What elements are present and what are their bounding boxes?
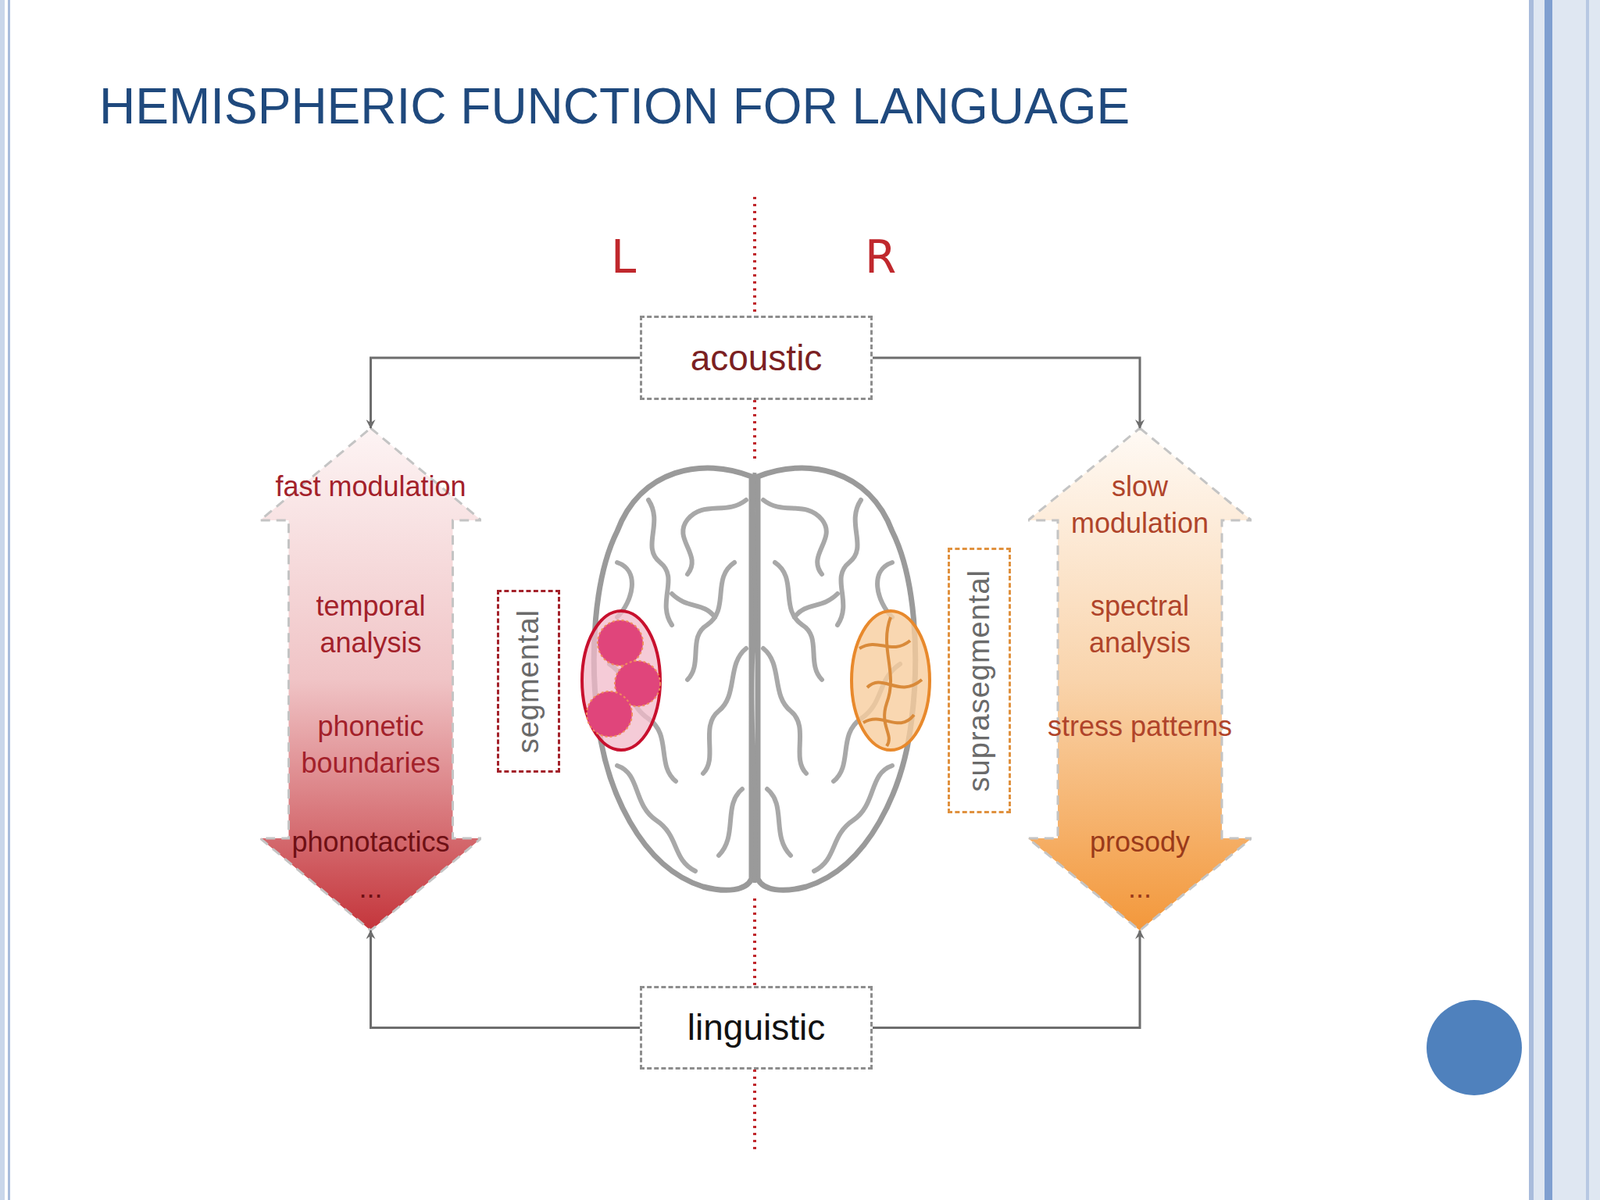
border-stripe (1544, 0, 1553, 1200)
gyrus (617, 562, 633, 618)
process-step: ... (273, 869, 469, 907)
gyrus (863, 714, 915, 723)
suprasegmental-box: suprasegmental (947, 547, 1011, 814)
border-band (1528, 0, 1600, 1200)
vertical-label: segmental (511, 609, 547, 754)
midline-segment (753, 1069, 757, 1154)
gyrus (718, 789, 743, 856)
right-processing-arrow: slow modulation spectral analysis stress p… (1028, 428, 1252, 931)
slide-dot (1426, 1000, 1522, 1096)
box-label: linguistic (687, 1007, 825, 1049)
hemisphere-label: R (864, 234, 897, 280)
gyrus (687, 562, 735, 680)
gyrus (867, 679, 922, 688)
process-step: temporal analysis (273, 587, 469, 661)
right-hemisphere (757, 467, 916, 890)
segmental-box: segmental (496, 589, 561, 773)
gyrus (671, 593, 715, 618)
slide-title: HEMISPHERIC FUNCTION FOR LANGUAGE (99, 81, 1130, 132)
right-region-highlight (851, 610, 930, 750)
gyrus (859, 640, 911, 649)
longitudinal-fissure (751, 472, 756, 883)
connector (371, 357, 641, 429)
arrow-outline (260, 428, 482, 931)
midline-segment (753, 898, 757, 986)
brain-illustration (582, 467, 930, 890)
left-processing-arrow: fast modulation temporal analysis phonetic… (260, 428, 482, 931)
process-step: phonotactics (273, 823, 469, 861)
border-stripe (0, 0, 5, 1200)
process-step: slow modulation (1042, 467, 1238, 542)
process-step: stress patterns (1042, 707, 1238, 745)
connector (872, 357, 1140, 429)
right-region-gyri (859, 617, 922, 747)
connector (872, 930, 1140, 1029)
process-step: phonetic boundaries (273, 707, 469, 782)
process-step: prosody (1042, 823, 1238, 861)
linguistic-box: linguistic (639, 985, 873, 1070)
midline-segment (753, 196, 757, 316)
border-stripe (1528, 0, 1534, 1200)
border-stripe (7, 0, 11, 1200)
connector (371, 930, 641, 1029)
hemisphere-label: L (610, 234, 636, 280)
process-step: ... (1042, 869, 1238, 907)
vertical-label: suprasegmental (962, 569, 997, 792)
border-stripe (1585, 0, 1590, 1200)
left-region-spot (597, 620, 643, 666)
gyrus (703, 648, 747, 774)
box-label: acoustic (690, 337, 823, 379)
left-hemisphere (593, 467, 752, 890)
arrow-outline (1028, 428, 1252, 931)
gyrus (884, 617, 891, 747)
gyrus (648, 500, 672, 625)
process-step: fast modulation (273, 467, 469, 505)
left-region-highlight (582, 610, 661, 750)
process-step: spectral analysis (1042, 587, 1238, 661)
midline-segment (753, 400, 757, 461)
left-region-spot (586, 691, 633, 737)
gyri (609, 500, 747, 872)
acoustic-box: acoustic (639, 315, 873, 400)
gyrus (617, 765, 696, 872)
